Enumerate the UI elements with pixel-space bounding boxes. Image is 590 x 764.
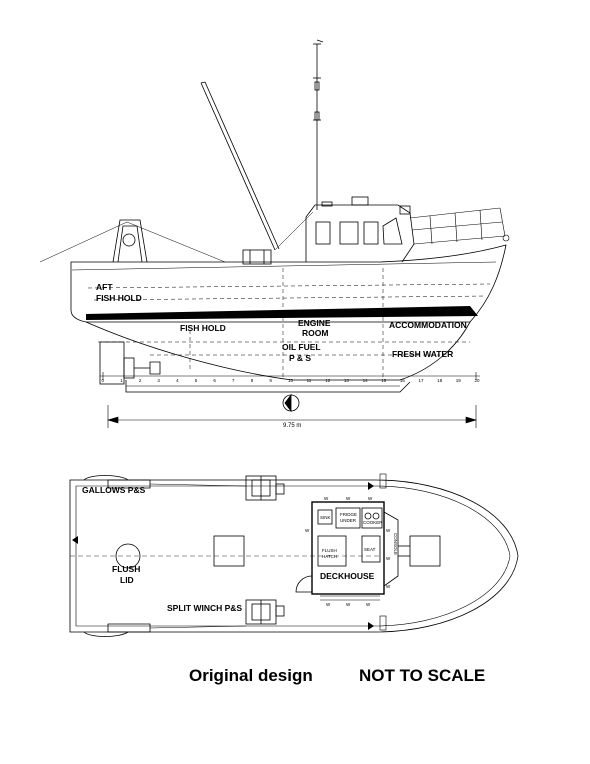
hull-outline — [70, 244, 507, 381]
station-tick-label: 8 — [251, 378, 254, 383]
station-tick-label: 6 — [213, 378, 216, 383]
station-tick-label: 3 — [157, 378, 160, 383]
station-tick-label: 13 — [344, 378, 350, 383]
internal-dashed-lines — [87, 268, 491, 380]
original-design-caption: Original design — [189, 666, 313, 685]
engine-room-label-1: ENGINE — [298, 318, 331, 328]
plan-arrows — [72, 482, 374, 630]
profile-labels: AFT FISH HOLD FISH HOLD ENGINE ROOM OIL … — [96, 282, 467, 429]
oil-fuel-label-2: P & S — [289, 353, 311, 363]
wheelhouse-profile — [305, 196, 415, 263]
window-mark-3: W — [368, 496, 373, 501]
station-tick-label: 4 — [176, 378, 179, 383]
fish-hold-label: FISH HOLD — [180, 323, 226, 333]
accommodation-label: ACCOMMODATION — [389, 320, 467, 330]
plan-labels: GALLOWS P&S FLUSH LID SPLIT WINCH P&S DE… — [82, 485, 398, 613]
deckhouse-door — [295, 575, 313, 593]
engine-room-label-2: ROOM — [302, 328, 328, 338]
station-tick-label: 1 — [120, 378, 123, 383]
station-tick-label: 9 — [269, 378, 272, 383]
window-mark-7: W — [386, 584, 391, 589]
derrick-boom — [200, 81, 280, 251]
gallows-profile — [112, 219, 148, 263]
station-tick-label: 17 — [419, 378, 425, 383]
warp-lines — [149, 483, 247, 629]
split-winch-port — [245, 599, 285, 625]
oil-fuel-label-1: OIL FUEL — [282, 342, 321, 352]
foredeck-rails — [409, 207, 510, 245]
deckhouse-rails — [320, 473, 387, 631]
window-mark-2: W — [346, 496, 351, 501]
mast — [313, 39, 324, 210]
station-tick-label: 5 — [195, 378, 198, 383]
station-tick-label: 18 — [437, 378, 443, 383]
fridge-label-1: FRIDGE — [340, 512, 357, 517]
fresh-water-label: FRESH WATER — [392, 349, 453, 359]
midship-symbol — [282, 393, 300, 413]
window-mark-9: W — [346, 602, 351, 607]
flush-hatch-label-2: HATCH — [322, 554, 337, 559]
keel — [125, 380, 411, 393]
station-line — [100, 372, 480, 380]
rudder — [99, 341, 161, 385]
flush-lid-label-1: FLUSH — [112, 564, 140, 574]
window-mark-5: W — [386, 528, 391, 533]
waterline-band — [86, 306, 478, 320]
station-tick-label: 11 — [307, 378, 312, 383]
aft-fish-hold-label-2: FISH HOLD — [96, 293, 142, 303]
window-mark-8: W — [326, 602, 331, 607]
seat-label: SEAT — [364, 547, 376, 552]
station-tick-label: 20 — [475, 378, 481, 383]
fish-hold-hatch — [213, 535, 245, 567]
fridge-label-2: UNDER — [340, 518, 357, 523]
rigging — [39, 211, 314, 263]
dimension-line — [106, 405, 478, 428]
window-mark-4: W — [305, 528, 310, 533]
station-tick-label: 16 — [400, 378, 406, 383]
station-tick-label: 7 — [232, 378, 235, 383]
station-tick-label: 19 — [456, 378, 462, 383]
station-tick-label: 14 — [363, 378, 369, 383]
station-tick-label: 0 — [102, 378, 105, 383]
gallows-label: GALLOWS P&S — [82, 485, 146, 495]
flush-lid-label-2: LID — [120, 575, 134, 585]
window-mark-6: W — [386, 556, 391, 561]
dimension-label: 9.75 m — [283, 423, 301, 429]
gallows-plan — [83, 475, 151, 637]
deckhouse-label: DECKHOUSE — [320, 571, 375, 581]
split-winch-stbd — [245, 475, 285, 501]
aft-fish-hold-label-1: AFT — [96, 282, 113, 292]
flush-hatch-label-1: FLUSH — [322, 548, 337, 553]
station-tick-label: 12 — [325, 378, 331, 383]
console-label: CONSOLE — [393, 533, 398, 555]
plan-view — [69, 473, 519, 637]
window-mark-1: W — [324, 496, 329, 501]
split-winch-label: SPLIT WINCH P&S — [167, 603, 242, 613]
profile-view — [39, 39, 510, 428]
not-to-scale-caption: NOT TO SCALE — [359, 666, 486, 685]
deckhouse-plan — [311, 501, 399, 595]
station-tick-label: 10 — [288, 378, 294, 383]
cooker-label: COOKER — [363, 520, 383, 525]
station-tick-label: 2 — [139, 378, 142, 383]
station-tick-label: 15 — [381, 378, 387, 383]
flush-lid — [115, 543, 141, 569]
deck-outline — [69, 479, 519, 633]
window-mark-10: W — [366, 602, 371, 607]
foredeck-hatch — [398, 535, 441, 567]
sink-label: SINK — [320, 515, 331, 520]
